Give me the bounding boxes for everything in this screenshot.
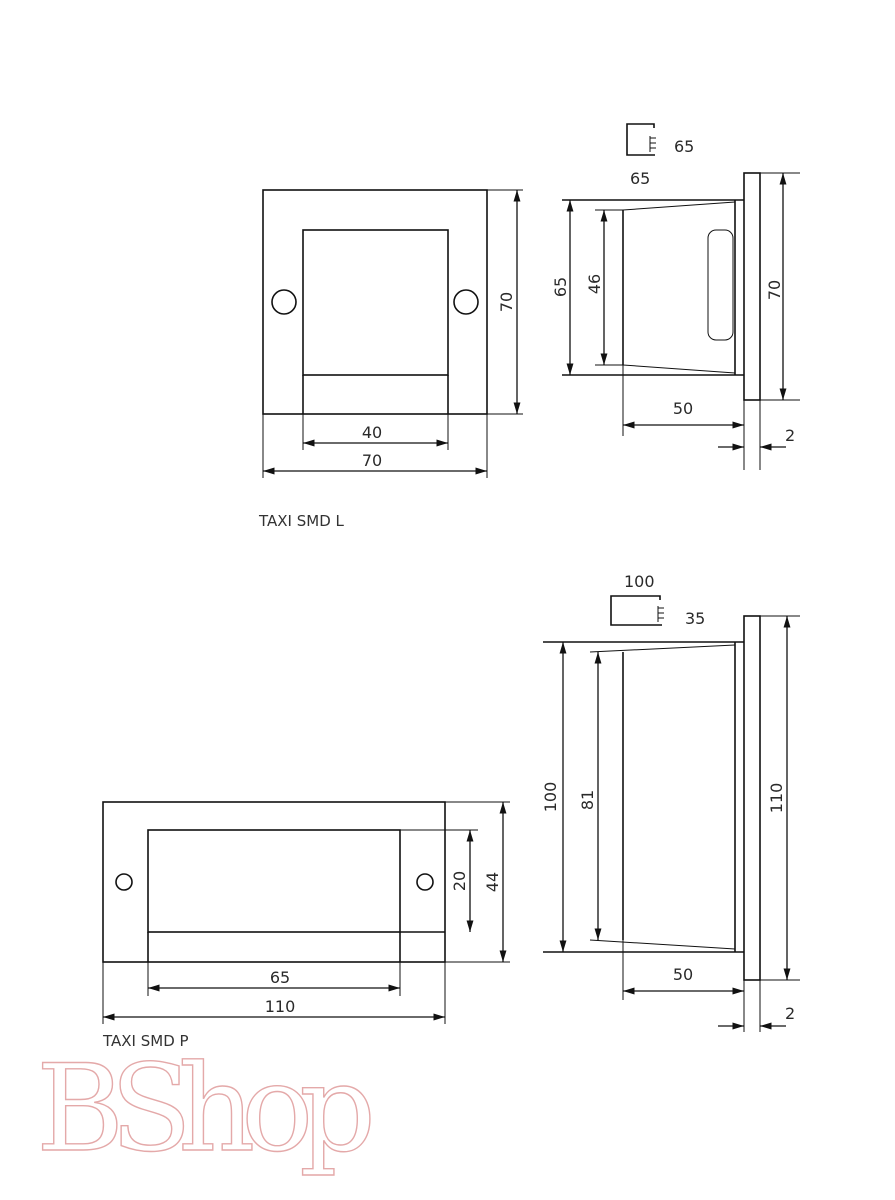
dim-height: 70 <box>497 292 516 312</box>
watermark-logo: BShop <box>36 1040 376 1179</box>
icon-height: 65 <box>674 137 694 156</box>
box-icon <box>610 595 664 626</box>
dim-plate-height: 110 <box>767 783 786 814</box>
product-title: TAXI SMD L <box>258 512 345 530</box>
smd-p-front-view: 20 44 65 110 TAXI SMD P <box>102 801 510 1050</box>
mounting-hole <box>115 873 133 891</box>
dim-body-height: 100 <box>541 782 560 813</box>
mounting-hole <box>453 289 479 315</box>
dim-height: 44 <box>483 872 502 892</box>
dim-plate-height: 70 <box>765 280 784 300</box>
dim-width: 110 <box>265 997 296 1016</box>
icon-width: 100 <box>624 572 655 591</box>
dim-inner-height: 46 <box>585 274 604 294</box>
smd-l-side-view: 65 65 70 65 46 50 2 <box>551 123 800 470</box>
product-title: TAXI SMD P <box>102 1032 189 1050</box>
dim-plate-thickness: 2 <box>785 426 795 445</box>
smd-p-side-view: 100 35 110 100 81 50 2 <box>541 572 800 1032</box>
dim-window-width: 65 <box>270 968 290 987</box>
dim-window-height: 20 <box>450 871 469 891</box>
mounting-hole <box>271 289 297 315</box>
dim-body-height: 65 <box>551 277 570 297</box>
icon-width: 65 <box>630 169 650 188</box>
icon-height: 35 <box>685 609 705 628</box>
dim-window-width: 40 <box>362 423 382 442</box>
dim-width: 70 <box>362 451 382 470</box>
smd-l-front-view: 70 40 70 TAXI SMD L <box>258 189 523 530</box>
dim-depth: 50 <box>673 965 693 984</box>
dim-plate-thickness: 2 <box>785 1004 795 1023</box>
box-icon <box>626 123 656 156</box>
dim-inner-height: 81 <box>578 790 597 810</box>
dim-depth: 50 <box>673 399 693 418</box>
mounting-hole <box>416 873 434 891</box>
